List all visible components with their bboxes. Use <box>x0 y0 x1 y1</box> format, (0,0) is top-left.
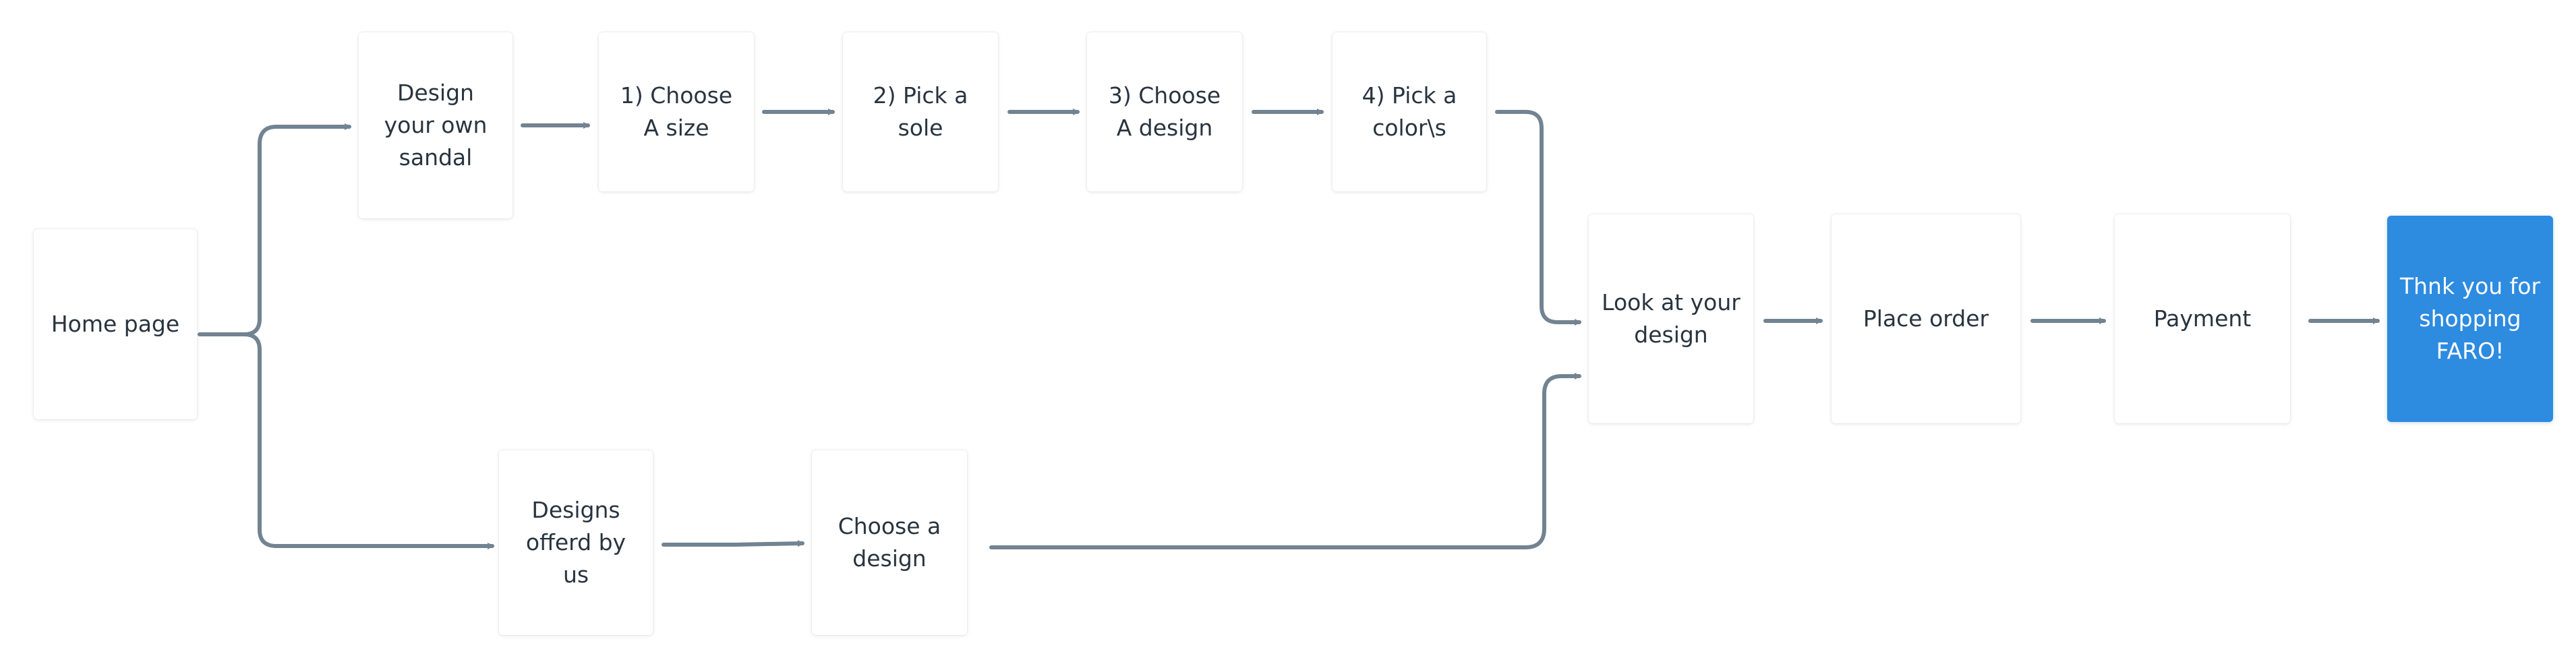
node-label: 1) Choose A size <box>620 82 733 141</box>
node-thank-you[interactable]: Thnk you for shopping FARO! <box>2387 216 2553 422</box>
node-pick-a-color[interactable]: 4) Pick a color\s <box>1333 32 1486 191</box>
node-look-at-your-design[interactable]: Look at your design <box>1589 214 1753 423</box>
edge-choose-design-to-look <box>989 373 1581 549</box>
node-design-your-own-sandal[interactable]: Design your own sandal <box>359 32 513 218</box>
node-label: 3) Choose A design <box>1108 82 1221 141</box>
node-label: Home page <box>51 311 180 337</box>
node-choose-a-design[interactable]: Choose a design <box>812 450 967 635</box>
node-label: 2) Pick a sole <box>873 82 968 141</box>
edge-color-to-look <box>1495 110 1581 326</box>
node-label: Look at your design <box>1602 289 1740 348</box>
node-choose-a-size[interactable]: 1) Choose A size <box>599 32 754 191</box>
edge-home-to-design-own <box>198 123 351 336</box>
node-label: Designs offerd by us <box>525 497 626 588</box>
node-label: Thnk you for shopping FARO! <box>2399 273 2541 364</box>
node-place-order[interactable]: Place order <box>1832 214 2020 423</box>
node-label: Place order <box>1863 305 1989 332</box>
node-designs-offered-by-us[interactable]: Designs offerd by us <box>499 450 653 635</box>
node-pick-a-sole[interactable]: 2) Pick a sole <box>843 32 998 191</box>
node-home-page[interactable]: Home page <box>34 229 197 419</box>
node-choose-a-design-step[interactable]: 3) Choose A design <box>1087 32 1242 191</box>
edge-offered-to-choose-design <box>662 540 804 547</box>
node-label: 4) Pick a color\s <box>1362 82 1457 141</box>
node-payment[interactable]: Payment <box>2115 214 2290 423</box>
node-label: Design your own sandal <box>384 80 488 171</box>
node-label: Payment <box>2153 305 2252 332</box>
edge-home-to-offered <box>242 332 494 549</box>
node-label: Choose a design <box>838 513 941 572</box>
